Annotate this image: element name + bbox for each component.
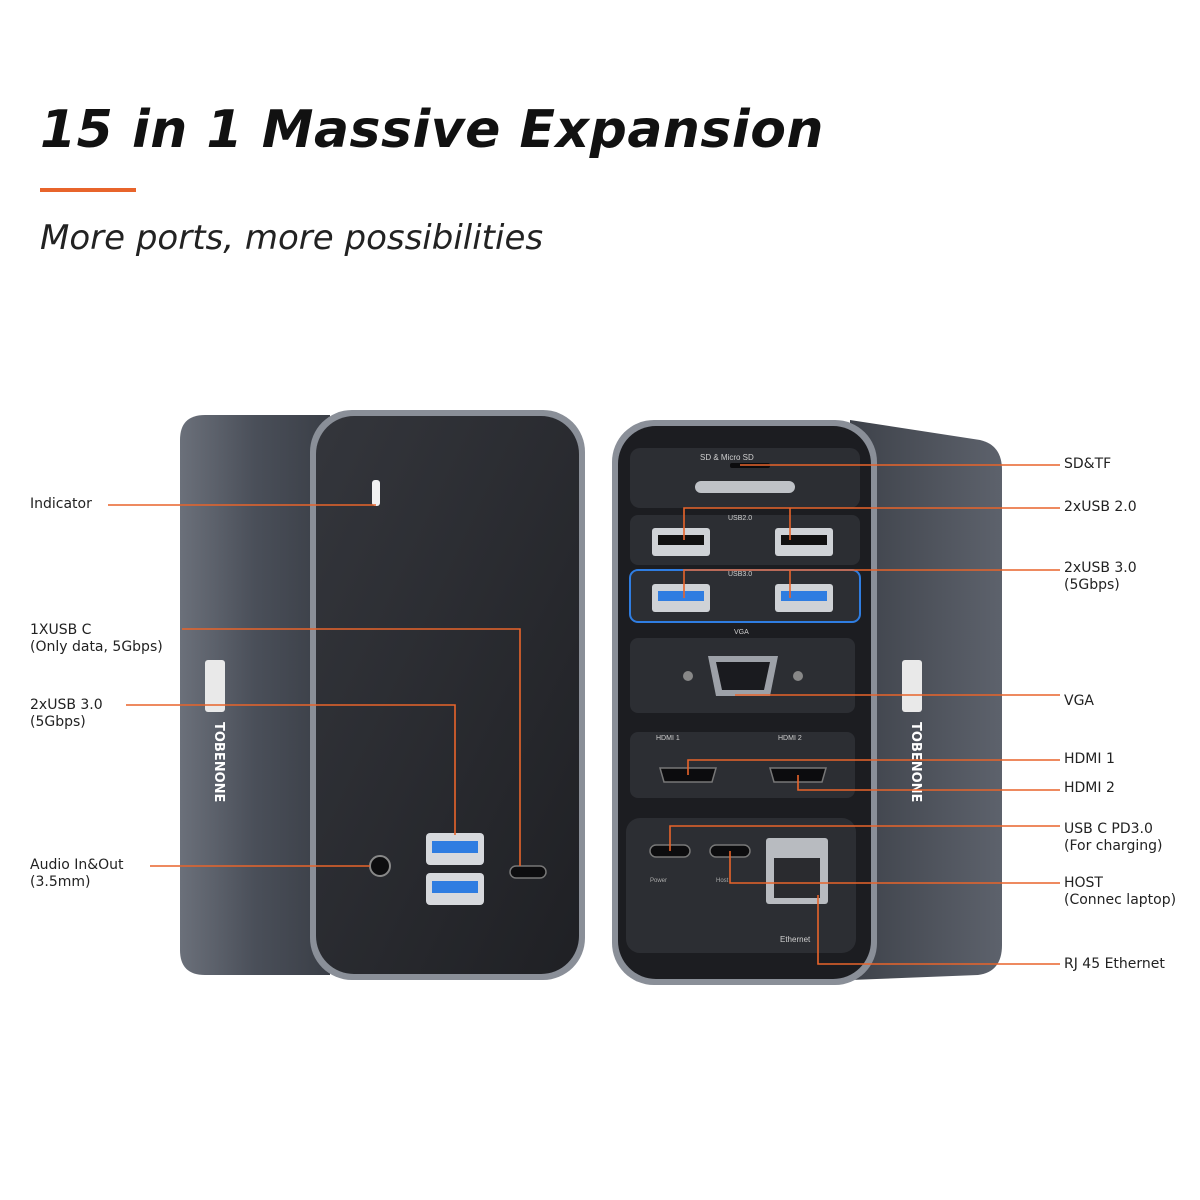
line-usb2 — [683, 507, 1060, 540]
line-usbc-pd — [669, 825, 1060, 851]
power-label: Power — [650, 878, 667, 884]
hdmi1-label: HDMI 1 — [656, 735, 680, 742]
callout-usbc-pd: USB C PD3.0 (For charging) — [1064, 821, 1163, 854]
left-unit-face — [316, 416, 579, 974]
usb2-label: USB2.0 — [728, 515, 752, 522]
callout-hdmi1: HDMI 1 — [1064, 751, 1115, 767]
brand-badge-left — [205, 660, 225, 712]
left-unit: TOBENONE — [180, 410, 585, 980]
callout-rj45: RJ 45 Ethernet — [1064, 956, 1165, 972]
brand-badge-right — [902, 660, 922, 712]
callout-host: HOST (Connec laptop) — [1064, 875, 1177, 908]
callout-lines — [108, 464, 1060, 965]
callout-audio: Audio In&Out (3.5mm) — [30, 857, 124, 890]
hdmi2-label: HDMI 2 — [778, 735, 802, 742]
headline: 15 in 1 Massive Expansion — [40, 100, 824, 160]
line-host — [729, 851, 1060, 884]
sd-label: SD & Micro SD — [700, 453, 754, 462]
line-hdmi2 — [797, 775, 1060, 791]
line-rj45 — [817, 895, 1060, 965]
callout-hdmi2: HDMI 2 — [1064, 780, 1115, 796]
callout-usb2: 2xUSB 2.0 — [1064, 499, 1137, 515]
callout-usb3-right: 2xUSB 3.0 (5Gbps) — [1064, 560, 1137, 593]
line-hdmi1 — [687, 759, 1060, 775]
usb3-label: USB3.0 — [728, 571, 752, 578]
subheadline: More ports, more possibilities — [40, 218, 544, 258]
callout-indicator: Indicator — [30, 496, 92, 512]
host-label: Host — [716, 878, 729, 884]
vga-label: VGA — [734, 629, 749, 636]
callout-vga: VGA — [1064, 693, 1095, 709]
brand-logo-right: TOBENONE — [908, 722, 923, 802]
right-unit: TOBENONE SD & Micro SD USB2.0 USB3.0 VGA… — [612, 420, 1002, 985]
accent-rule — [40, 188, 136, 192]
line-usbc-data — [182, 628, 521, 866]
indicator-light — [372, 480, 380, 506]
audio-jack-icon — [369, 855, 391, 877]
line-usb3-left — [126, 704, 456, 835]
usbc-data-port — [509, 865, 547, 879]
ethernet-label: Ethernet — [780, 935, 811, 944]
sd-slot — [695, 481, 795, 493]
sd-panel — [630, 448, 860, 508]
line-usb3-right — [683, 569, 1060, 598]
brand-logo-left: TOBENONE — [211, 722, 226, 802]
callout-usb3-left: 2xUSB 3.0 (5Gbps) — [30, 697, 103, 730]
callout-sdtf: SD&TF — [1064, 456, 1112, 472]
callout-usbc-data: 1XUSB C (Only data, 5Gbps) — [30, 622, 163, 655]
